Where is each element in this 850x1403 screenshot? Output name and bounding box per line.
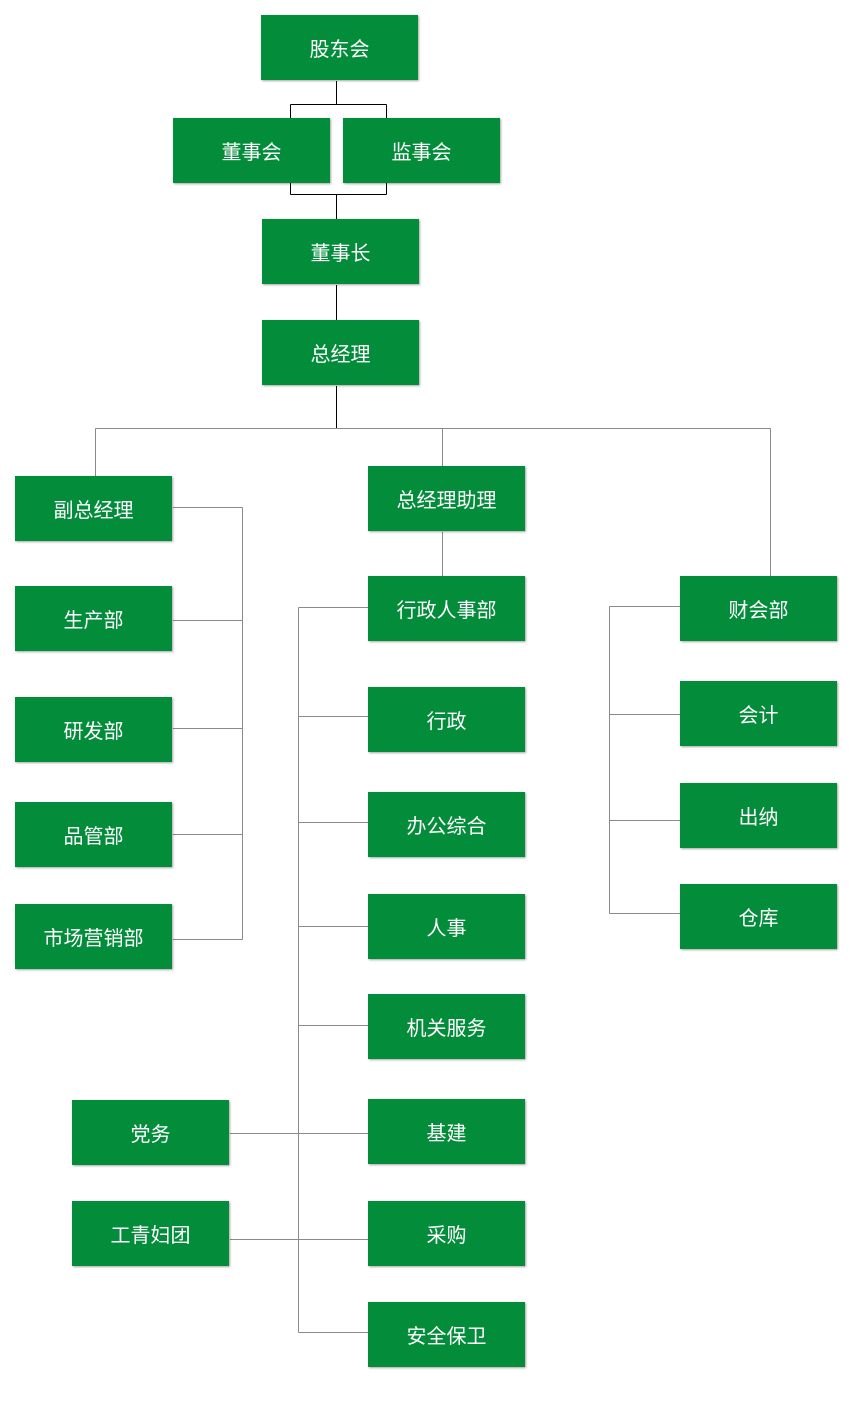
node-marketing: 市场营销部	[15, 904, 172, 969]
node-cashier: 出纳	[680, 783, 837, 848]
connector-middle-column	[230, 607, 368, 1333]
top-connectors	[290, 81, 387, 428]
node-deputy-gm: 副总经理	[15, 476, 172, 541]
node-security: 安全保卫	[368, 1302, 525, 1367]
node-supervisors: 监事会	[343, 118, 500, 183]
node-gm: 总经理	[262, 320, 419, 385]
node-construction: 基建	[368, 1099, 525, 1164]
grey-connectors	[95, 428, 771, 1333]
node-accounting: 会计	[680, 681, 837, 746]
node-chairman: 董事长	[262, 219, 419, 284]
node-admin-hr: 行政人事部	[368, 576, 525, 641]
node-warehouse: 仓库	[680, 884, 837, 949]
node-party: 党务	[72, 1100, 229, 1165]
node-unions: 工青妇团	[72, 1201, 229, 1266]
node-services: 机关服务	[368, 994, 525, 1059]
node-quality: 品管部	[15, 802, 172, 867]
connector-left-column	[173, 507, 243, 940]
node-board: 董事会	[173, 118, 330, 183]
node-finance: 财会部	[680, 576, 837, 641]
connector-right-column	[609, 606, 680, 914]
node-hr: 人事	[368, 894, 525, 959]
node-gm-assistant: 总经理助理	[368, 466, 525, 531]
node-shareholders: 股东会	[261, 15, 418, 80]
node-office: 办公综合	[368, 792, 525, 857]
connector-shareholders-council	[290, 81, 387, 118]
node-rnd: 研发部	[15, 697, 172, 762]
node-purchasing: 采购	[368, 1201, 525, 1266]
node-admin: 行政	[368, 687, 525, 752]
connector-gm-horizontal	[95, 428, 771, 576]
connector-council-chairman	[290, 183, 387, 219]
node-production: 生产部	[15, 586, 172, 651]
